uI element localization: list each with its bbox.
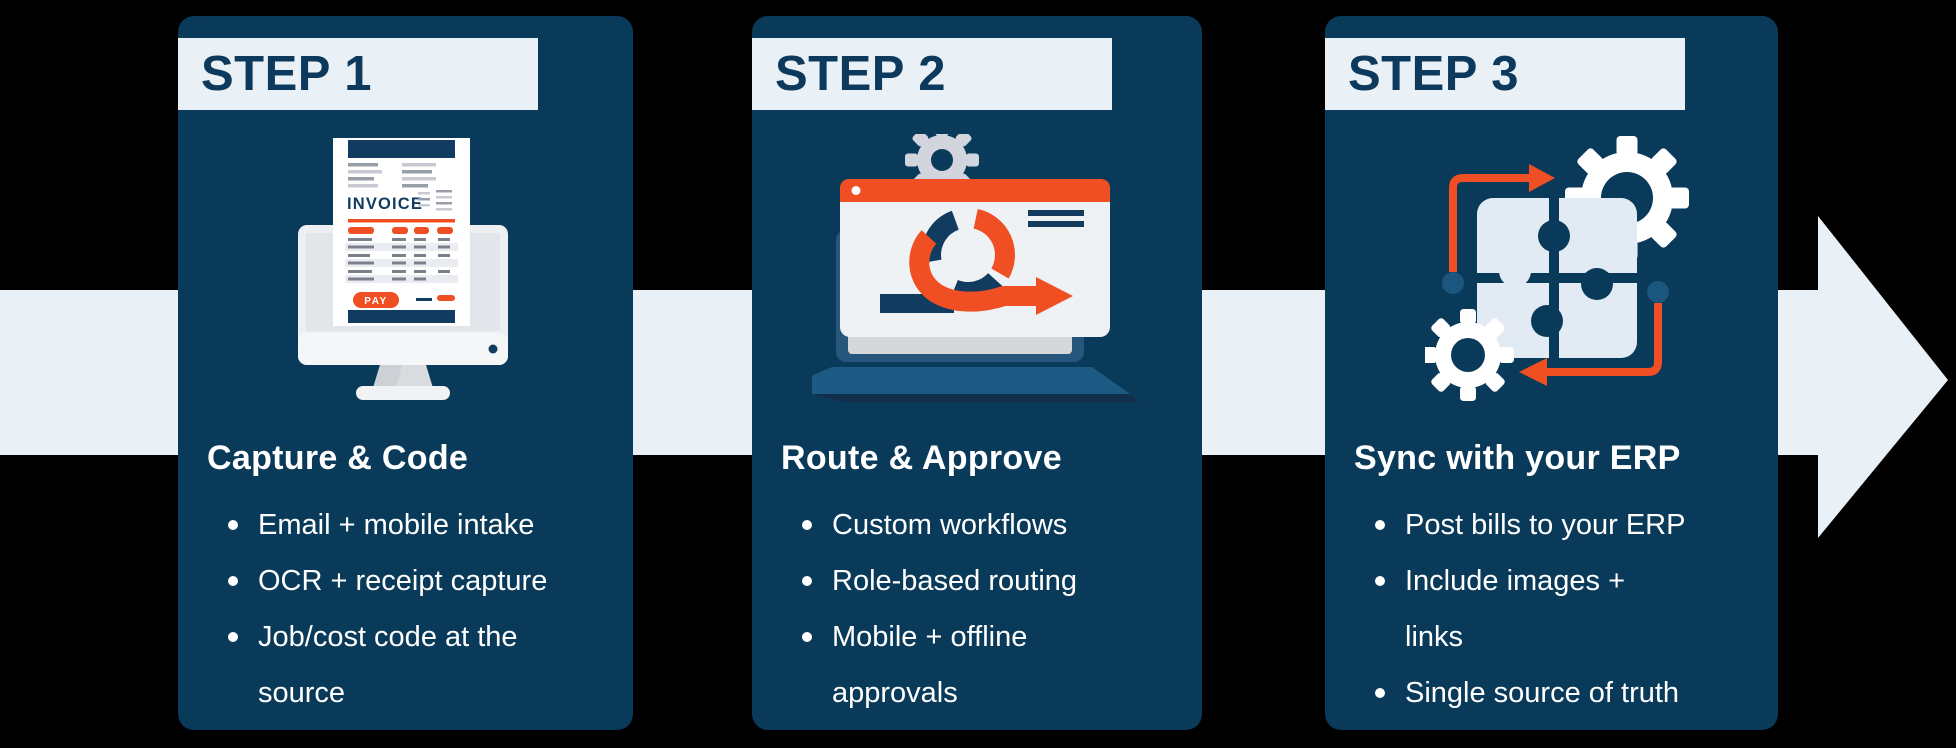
forward-arrow-shape: [1818, 216, 1948, 538]
feature-item: Include images + links: [1371, 553, 1758, 665]
feature-item: Custom workflows: [798, 497, 1182, 553]
card-title: Sync with your ERP: [1354, 439, 1681, 477]
step-card-2: STEP 2: [752, 16, 1202, 730]
step-card-1: STEP 1 INVOICE: [178, 16, 633, 730]
feature-item: OCR + receipt capture: [224, 553, 613, 609]
feature-item: Job/cost code at the source: [224, 609, 613, 721]
sync-arrows-icon: [1442, 164, 1669, 386]
feature-item: Email + mobile intake: [224, 497, 613, 553]
power-dot: [488, 344, 498, 354]
gear-icon: [1425, 309, 1514, 401]
invoice-title: INVOICE: [347, 194, 423, 213]
step-card-3: STEP 3: [1325, 16, 1778, 730]
puzzle-gears-sync-icon: [1425, 136, 1689, 401]
feature-list: Email + mobile intake OCR + receipt capt…: [224, 497, 613, 721]
feature-item: Post bills to your ERP: [1371, 497, 1758, 553]
pay-button-label: PAY: [364, 296, 387, 307]
feature-item: Mobile + offline approvals: [798, 609, 1182, 721]
card-title: Route & Approve: [781, 439, 1062, 477]
feature-list: Post bills to your ERP Include images + …: [1371, 497, 1758, 721]
pay-button: [353, 292, 399, 308]
step-1-badge: STEP 1: [178, 38, 538, 110]
desktop-monitor-invoice-icon: INVOICE: [298, 138, 508, 400]
arrow-right-icon: [1036, 277, 1073, 315]
feature-item: Single source of truth: [1371, 665, 1758, 721]
feature-list: Custom workflows Role-based routing Mobi…: [798, 497, 1182, 721]
step-2-badge: STEP 2: [752, 38, 1112, 110]
step-3-badge: STEP 3: [1325, 38, 1685, 110]
invoice-paper-icon: INVOICE: [333, 138, 470, 326]
browser-workflow-loop-icon: [812, 134, 1138, 402]
puzzle-icon: [1477, 198, 1637, 358]
browser-window-icon: [840, 179, 1110, 337]
card-title: Capture & Code: [207, 439, 469, 477]
feature-item: Role-based routing: [798, 553, 1182, 609]
